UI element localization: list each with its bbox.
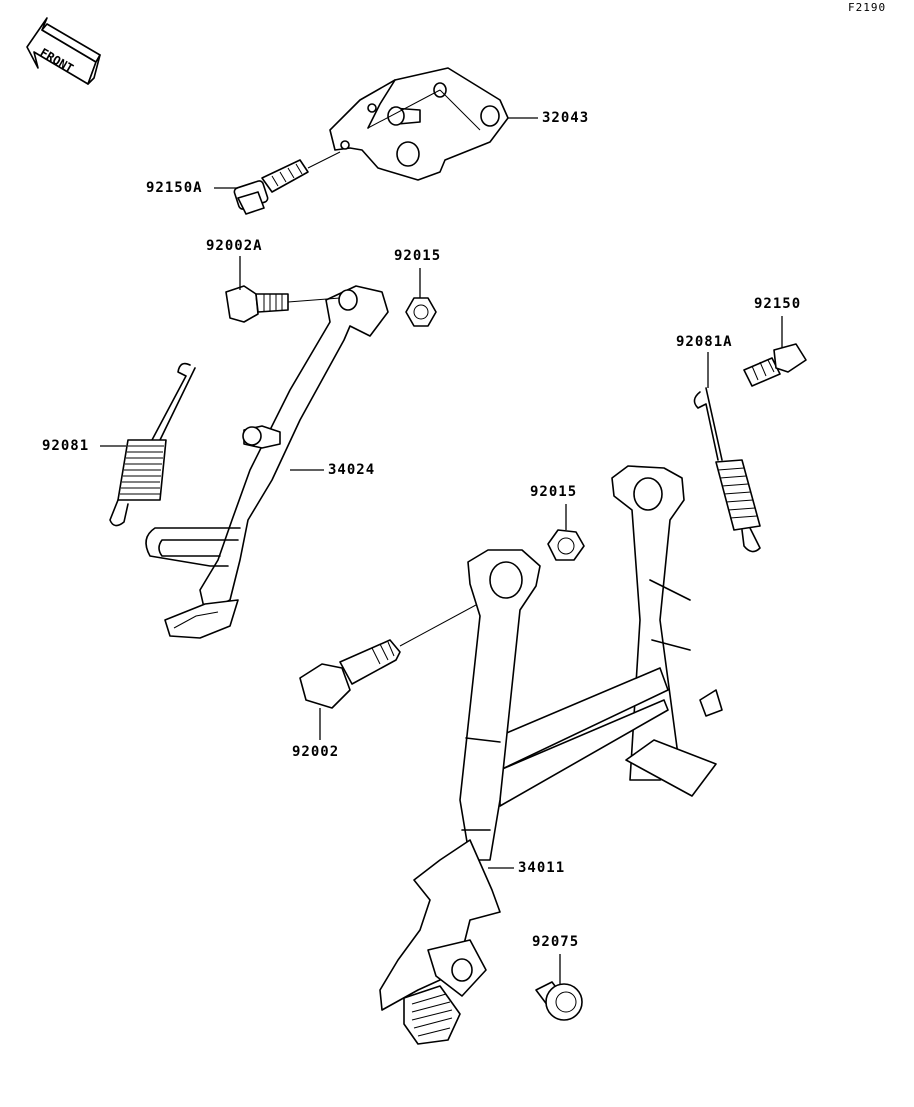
nut-92015-top	[405, 297, 437, 327]
diagram-code: F2190	[848, 1, 887, 14]
part-label-92081A: 92081A	[676, 334, 733, 350]
part-label-92081: 92081	[42, 438, 90, 454]
bracket-32043	[329, 67, 509, 181]
spring-92081A	[693, 387, 761, 553]
spring-92081	[109, 362, 196, 527]
part-label-92150: 92150	[754, 296, 802, 312]
bolt-92002	[299, 591, 501, 709]
leader-lines	[100, 117, 783, 984]
bolt-92150	[743, 343, 807, 387]
part-label-92015-mid: 92015	[530, 484, 578, 500]
rubber-92075	[535, 981, 583, 1021]
nut-92015-mid	[547, 529, 585, 561]
part-label-34024: 34024	[328, 462, 376, 478]
part-label-92002A: 92002A	[206, 238, 263, 254]
bolt-92002A	[225, 285, 289, 323]
front-arrow-icon: FRONT	[26, 17, 101, 85]
part-label-92002: 92002	[292, 744, 340, 760]
bolt-92150A	[233, 151, 341, 215]
side-stand-34024	[145, 285, 389, 639]
main-stand-34011	[379, 465, 723, 1045]
part-label-92150A: 92150A	[146, 180, 203, 196]
part-label-32043: 32043	[542, 110, 590, 126]
part-label-34011: 34011	[518, 860, 566, 876]
part-label-92075: 92075	[532, 934, 580, 950]
part-label-92015-top: 92015	[394, 248, 442, 264]
